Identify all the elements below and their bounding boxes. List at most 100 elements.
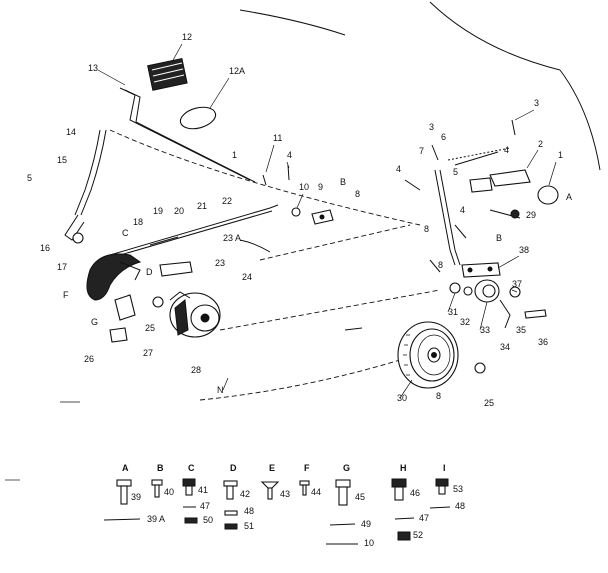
handle-grip-part-12 xyxy=(147,57,188,91)
c-20: 20 xyxy=(174,206,184,216)
c-B2: B xyxy=(496,233,502,243)
lg-H: H xyxy=(400,463,407,473)
c-32: 32 xyxy=(460,317,470,327)
c-25a: 25 xyxy=(145,323,155,333)
c-5l: 5 xyxy=(27,173,32,183)
c-17: 17 xyxy=(57,262,67,272)
lg-C: C xyxy=(188,463,195,473)
c-21: 21 xyxy=(197,201,207,211)
c-C: C xyxy=(122,228,129,238)
c-30: 30 xyxy=(397,393,407,403)
c-F: F xyxy=(63,290,69,300)
c-4b: 4 xyxy=(504,145,509,155)
c-28: 28 xyxy=(191,365,201,375)
c-37: 37 xyxy=(512,279,522,289)
c-8c: 8 xyxy=(438,260,443,270)
c-11: 11 xyxy=(273,133,282,143)
handle-assembly xyxy=(64,57,256,244)
ln-48a: 48 xyxy=(244,506,254,516)
c-31: 31 xyxy=(448,307,458,317)
c-4a: 4 xyxy=(287,150,292,160)
c-10a: 10 xyxy=(299,182,309,192)
c-18: 18 xyxy=(133,217,143,227)
c-8d: 8 xyxy=(436,391,441,401)
c-D: D xyxy=(146,267,153,277)
c-A1: A xyxy=(566,192,572,202)
ln-49: 49 xyxy=(361,519,371,529)
ln-41: 41 xyxy=(198,485,208,495)
c-16: 16 xyxy=(40,243,50,253)
c-3b: 3 xyxy=(429,122,434,132)
ln-46: 46 xyxy=(410,488,420,498)
c-26: 26 xyxy=(84,354,94,364)
c-23a: 23 A xyxy=(223,233,241,243)
c-22: 22 xyxy=(222,196,232,206)
c-29: 29 xyxy=(526,210,536,220)
grip-cover-part-12a xyxy=(179,106,217,130)
lg-A: A xyxy=(122,463,129,473)
bracket-part-23 xyxy=(159,261,193,277)
c-4c: 4 xyxy=(396,164,401,174)
c-33: 33 xyxy=(480,325,490,335)
c-6: 6 xyxy=(441,132,446,142)
drive-belt xyxy=(86,253,193,301)
c-N: N xyxy=(217,385,224,395)
c-13: 13 xyxy=(88,63,98,73)
c-23: 23 xyxy=(215,258,225,268)
center-small-parts xyxy=(262,164,363,331)
c-12a: 12A xyxy=(229,66,245,76)
ln-50: 50 xyxy=(203,515,213,525)
c-7: 7 xyxy=(419,146,424,156)
gear-box xyxy=(109,291,221,343)
lg-F: F xyxy=(304,463,310,473)
lg-I: I xyxy=(443,463,446,473)
ln-45: 45 xyxy=(355,492,365,502)
ln-44: 44 xyxy=(311,487,321,497)
ln-43: 43 xyxy=(280,489,290,499)
mower-deck xyxy=(5,1,601,481)
ln-51: 51 xyxy=(244,521,254,531)
c-3a: 3 xyxy=(534,98,539,108)
ln-10: 10 xyxy=(364,538,374,548)
ln-48b: 48 xyxy=(455,501,465,511)
c-25b: 25 xyxy=(484,398,494,408)
wheel-part-30 xyxy=(397,321,459,389)
ln-39: 39 xyxy=(131,492,141,502)
lg-G: G xyxy=(343,463,350,473)
c-12: 12 xyxy=(182,32,192,42)
c-9: 9 xyxy=(318,182,323,192)
c-G: G xyxy=(91,317,98,327)
ln-53: 53 xyxy=(453,484,463,494)
c-5r: 5 xyxy=(453,167,458,177)
ln-42: 42 xyxy=(240,489,250,499)
c-2: 2 xyxy=(538,139,543,149)
hardware-legend-icons xyxy=(103,478,451,545)
leader-lines xyxy=(97,43,557,399)
c-8a: 8 xyxy=(355,189,360,199)
c-4d: 4 xyxy=(460,205,465,215)
ln-47b: 47 xyxy=(419,513,429,523)
c-24: 24 xyxy=(242,272,252,282)
c-1b: 1 xyxy=(558,150,563,160)
ln-47a: 47 xyxy=(200,501,210,511)
c-35: 35 xyxy=(516,325,526,335)
ln-52: 52 xyxy=(413,530,423,540)
ln-40: 40 xyxy=(164,487,174,497)
ln-39a: 39 A xyxy=(147,514,165,524)
c-14: 14 xyxy=(66,127,76,137)
c-1a: 1 xyxy=(232,150,237,160)
c-34: 34 xyxy=(500,342,510,352)
c-15: 15 xyxy=(57,155,67,165)
c-38: 38 xyxy=(519,245,529,255)
c-36: 36 xyxy=(538,337,548,347)
lg-E: E xyxy=(269,463,275,473)
c-19: 19 xyxy=(153,206,163,216)
c-27: 27 xyxy=(143,348,153,358)
c-8b: 8 xyxy=(424,224,429,234)
right-side-assembly xyxy=(404,119,559,374)
control-cable xyxy=(109,204,279,259)
